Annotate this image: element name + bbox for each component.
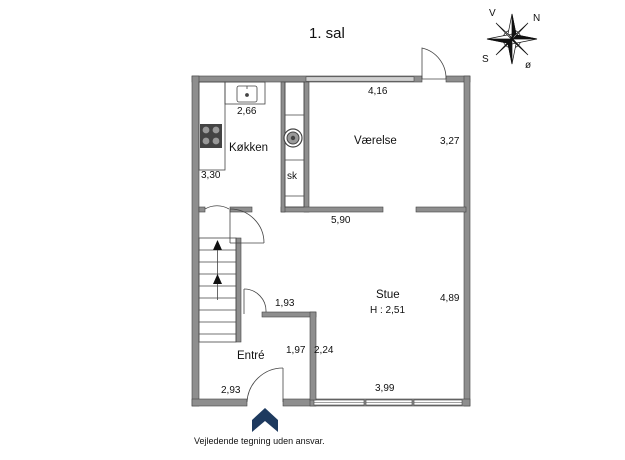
entry-label: Entré [237,350,265,362]
bedroom-depth-dim: 3,27 [440,136,460,147]
staircase [198,237,237,343]
stove-icon [200,124,222,148]
closet-label: sk [287,171,297,182]
kitchen-width-dim: 2,66 [237,106,257,117]
living-room-label: Stue [376,289,400,301]
closet [284,81,305,208]
living-width-dim: 3,99 [375,383,395,394]
disclaimer-text: Vejledende tegning uden ansvar. [194,436,325,446]
compass-icon [486,13,538,65]
entry-depth-dim: 2,24 [314,345,334,356]
ceiling-height-label: H : 2,51 [370,305,406,316]
floor-title: 1. sal [309,25,345,42]
kitchen-counter [198,81,266,171]
bedroom-label: Værelse [354,135,397,147]
bedroom-bottom-dim: 5,90 [331,215,351,226]
stair-arrow-icon [213,240,222,284]
bedroom-width-dim: 4,16 [368,86,388,97]
windows [305,76,463,406]
entry-width-dim: 2,93 [221,385,241,396]
hall-depth-dim: 1,97 [286,345,306,356]
doors [204,47,447,403]
compass-s-label: S [482,54,489,65]
compass-v-label: V [489,8,496,19]
kitchen-label: Køkken [229,142,268,154]
entrance-arrow-icon [252,408,278,432]
fan-icon [283,128,303,148]
exterior-walls [191,75,471,407]
hall-width-dim: 1,93 [275,298,295,309]
interior-walls [198,81,467,401]
living-depth-dim: 4,89 [440,293,460,304]
kitchen-depth-dim: 3,30 [201,170,221,181]
compass-n-label: N [533,13,541,24]
compass-o-label: ø [525,60,532,71]
